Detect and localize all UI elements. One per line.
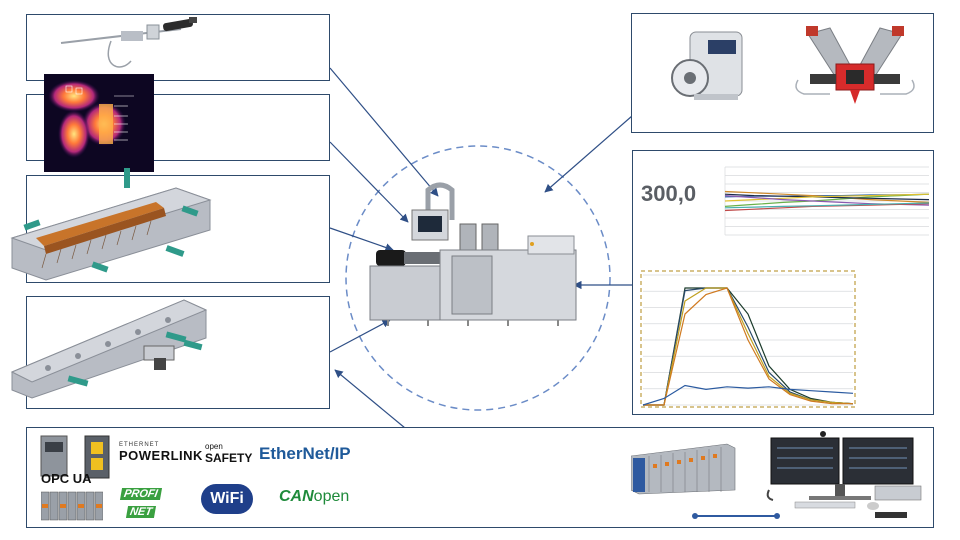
workstation-image [766,431,922,518]
pressure-sensor-image [60,17,197,68]
tensile-grip-image [795,26,915,104]
wifi-logo-text: WiFi [210,490,244,507]
opensafety-logo-text: SAFETY [205,451,253,465]
arrow-network [334,369,406,429]
series-line-5 [642,384,854,406]
profinet-logo-bottom: NET [125,506,157,518]
canopen-logo: CANopen [279,488,349,506]
display-value: 300,0 [641,181,697,206]
series-line-3 [643,287,854,406]
panel-data-charts: 300,0 [632,150,934,415]
opensafety-logo: open SAFETY [205,442,252,465]
panel-fieldbus-network: OPC UA ETHERNET POWERLINK open SAFETY Et… [26,427,934,528]
series-line-4 [724,193,930,201]
canopen-logo-can: CAN [279,488,314,505]
opensafety-logo-small: open [205,442,223,451]
canopen-logo-open: open [313,488,350,505]
series-line-5 [724,193,930,202]
ethernetip-logo: EtherNet/IP [259,444,351,463]
arrow-sensor [329,67,439,197]
series-line-8 [724,202,930,209]
controller-device-image [40,435,110,479]
die-top-image [10,168,212,281]
sensor-trend-chart [724,166,930,236]
network-link-line [692,513,780,519]
opcua-logo-text: OPC UA [41,471,92,486]
wifi-logo: WiFi [201,484,253,514]
chart-frame [640,270,856,408]
profinet-logo: PROFI NET [119,484,162,520]
panel-pump-devices [631,13,934,133]
series-line-3 [724,193,930,207]
powerlink-logo: ETHERNET POWERLINK [119,442,203,463]
series-line-7 [724,203,930,212]
die-bottom-image [10,299,208,399]
extruder-machine-image [369,182,577,326]
powerlink-logo-small: ETHERNET [119,442,160,448]
opcua-logo: OPC UA [41,471,92,486]
series-line-2 [643,287,854,406]
panel-pressure-sensor [26,14,330,81]
io-module-image [41,491,103,521]
peristaltic-pump-image [671,31,743,100]
profinet-logo-top: PROFI [119,488,162,500]
temperature-profile-chart [640,270,856,408]
thermal-image [44,74,154,172]
series-line-4 [643,287,853,406]
io-rack-image [631,443,736,495]
powerlink-logo-text: POWERLINK [119,448,203,463]
